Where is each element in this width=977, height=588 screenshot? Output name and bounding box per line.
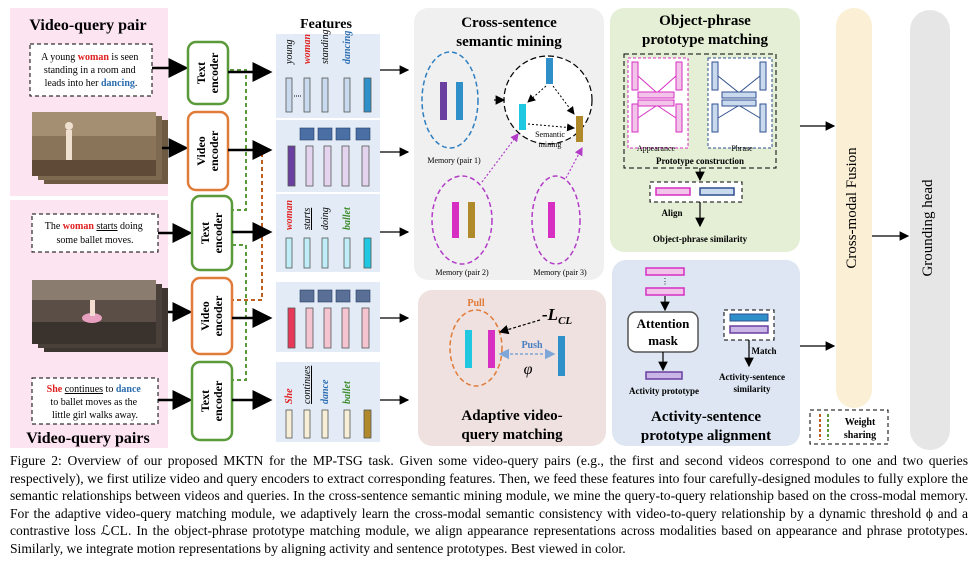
- encoders: Textencoder Videoencoder Textencoder Vid…: [186, 40, 263, 442]
- text-encoder-2: Textencoder: [190, 194, 234, 272]
- aspa-title-2: prototype alignment: [641, 428, 771, 444]
- caption-label: Figure 2:: [10, 453, 62, 468]
- svg-text:Cross-modal Fusion: Cross-modal Fusion: [844, 147, 860, 269]
- memory-pair3: Memory (pair 3): [533, 268, 587, 277]
- cross-modal-fusion: Cross-modal Fusion: [836, 8, 872, 408]
- svg-text:Textencoder: Textencoder: [198, 380, 225, 421]
- svg-text:starts: starts: [302, 208, 313, 230]
- svg-text:ballet: ballet: [342, 206, 353, 230]
- query2-text: The woman starts doing some ballet moves…: [45, 221, 146, 246]
- avqm-title-2: query matching: [461, 427, 563, 443]
- object-phrase-module: Object-phrase prototype matching Appeara…: [610, 8, 800, 252]
- fusion-arrows: [800, 121, 910, 351]
- feature-arrows: [380, 65, 410, 405]
- svg-text:Videoencoder: Videoencoder: [198, 295, 225, 336]
- query1-text: A young woman is seen standing in a room…: [41, 52, 141, 89]
- phrase-label: Phrase: [731, 144, 753, 153]
- video-frames-2: [32, 280, 168, 352]
- push-label: Push: [521, 340, 543, 351]
- text-encoder-3: Textencoder: [190, 360, 234, 442]
- svg-text:She: She: [284, 388, 295, 404]
- left-title-bottom: Video-query pairs: [26, 430, 149, 447]
- input-arrows: [152, 58, 193, 410]
- svg-text:dancing: dancing: [342, 31, 353, 64]
- svg-text:Videoencoder: Videoencoder: [194, 130, 221, 171]
- text-encoder-1: Textencoder: [186, 40, 230, 106]
- op-similarity-label: Object-phrase similarity: [653, 234, 748, 244]
- svg-text:ballet: ballet: [342, 380, 353, 404]
- activity-prototype-label: Activity prototype: [629, 386, 699, 396]
- phrase-prototypes: Phrase: [707, 57, 773, 153]
- pull-label: Pull: [467, 298, 484, 309]
- csm-title-2: semantic mining: [456, 34, 562, 50]
- svg-text:doing: doing: [320, 207, 331, 230]
- align-label: Align: [661, 208, 682, 218]
- adaptive-matching-module: Pull -LCL Push φ Adaptive video- query m…: [418, 290, 606, 446]
- svg-text:⋮: ⋮: [661, 277, 669, 286]
- oppm-title-2: prototype matching: [642, 32, 768, 48]
- svg-text:woman: woman: [284, 200, 295, 230]
- grounding-head: Grounding head: [910, 10, 950, 450]
- aspa-title-1: Activity-sentence: [651, 409, 761, 425]
- query3-text: She continues to dance to ballet moves a…: [47, 384, 144, 421]
- svg-text:continues: continues: [302, 366, 313, 404]
- match-label: Match: [752, 346, 777, 356]
- svg-text:Textencoder: Textencoder: [198, 212, 225, 253]
- mktn-diagram: Video-query pair A young woman is seen s…: [10, 8, 950, 450]
- csm-title-1: Cross-sentence: [461, 15, 557, 31]
- memory-pair2: Memory (pair 2): [435, 268, 489, 277]
- caption-text: Overview of our proposed MKTN for the MP…: [10, 453, 968, 556]
- svg-text:dance: dance: [320, 379, 331, 404]
- video-frames-1: [32, 112, 168, 184]
- encoder-arrows: [228, 62, 273, 410]
- svg-text:standing: standing: [320, 30, 331, 64]
- figure-caption: Figure 2: Overview of our proposed MKTN …: [10, 452, 968, 557]
- left-title-top: Video-query pair: [29, 17, 146, 34]
- svg-text:young: young: [284, 40, 295, 65]
- features-title: Features: [300, 17, 352, 32]
- features-column: Features young woman standing dancing: [276, 17, 380, 442]
- oppm-title-1: Object-phrase: [659, 13, 751, 29]
- memory-pair1: Memory (pair 1): [427, 156, 481, 165]
- video-encoder-2: Videoencoder: [190, 276, 234, 356]
- avqm-title-1: Adaptive video-: [461, 408, 562, 424]
- left-panel: Video-query pair A young woman is seen s…: [10, 8, 168, 448]
- prototype-construction-label: Prototype construction: [656, 156, 744, 166]
- svg-text:Grounding head: Grounding head: [920, 179, 936, 277]
- cross-sentence-module: Cross-sentence semantic mining Memory (p…: [414, 8, 604, 280]
- appearance-label: Appearance: [637, 144, 676, 153]
- svg-text:woman: woman: [302, 34, 313, 64]
- svg-text:Textencoder: Textencoder: [194, 52, 221, 93]
- video-encoder-1: Videoencoder: [186, 110, 230, 192]
- appearance-prototypes: Appearance: [627, 57, 689, 153]
- phi-label: φ: [524, 361, 533, 378]
